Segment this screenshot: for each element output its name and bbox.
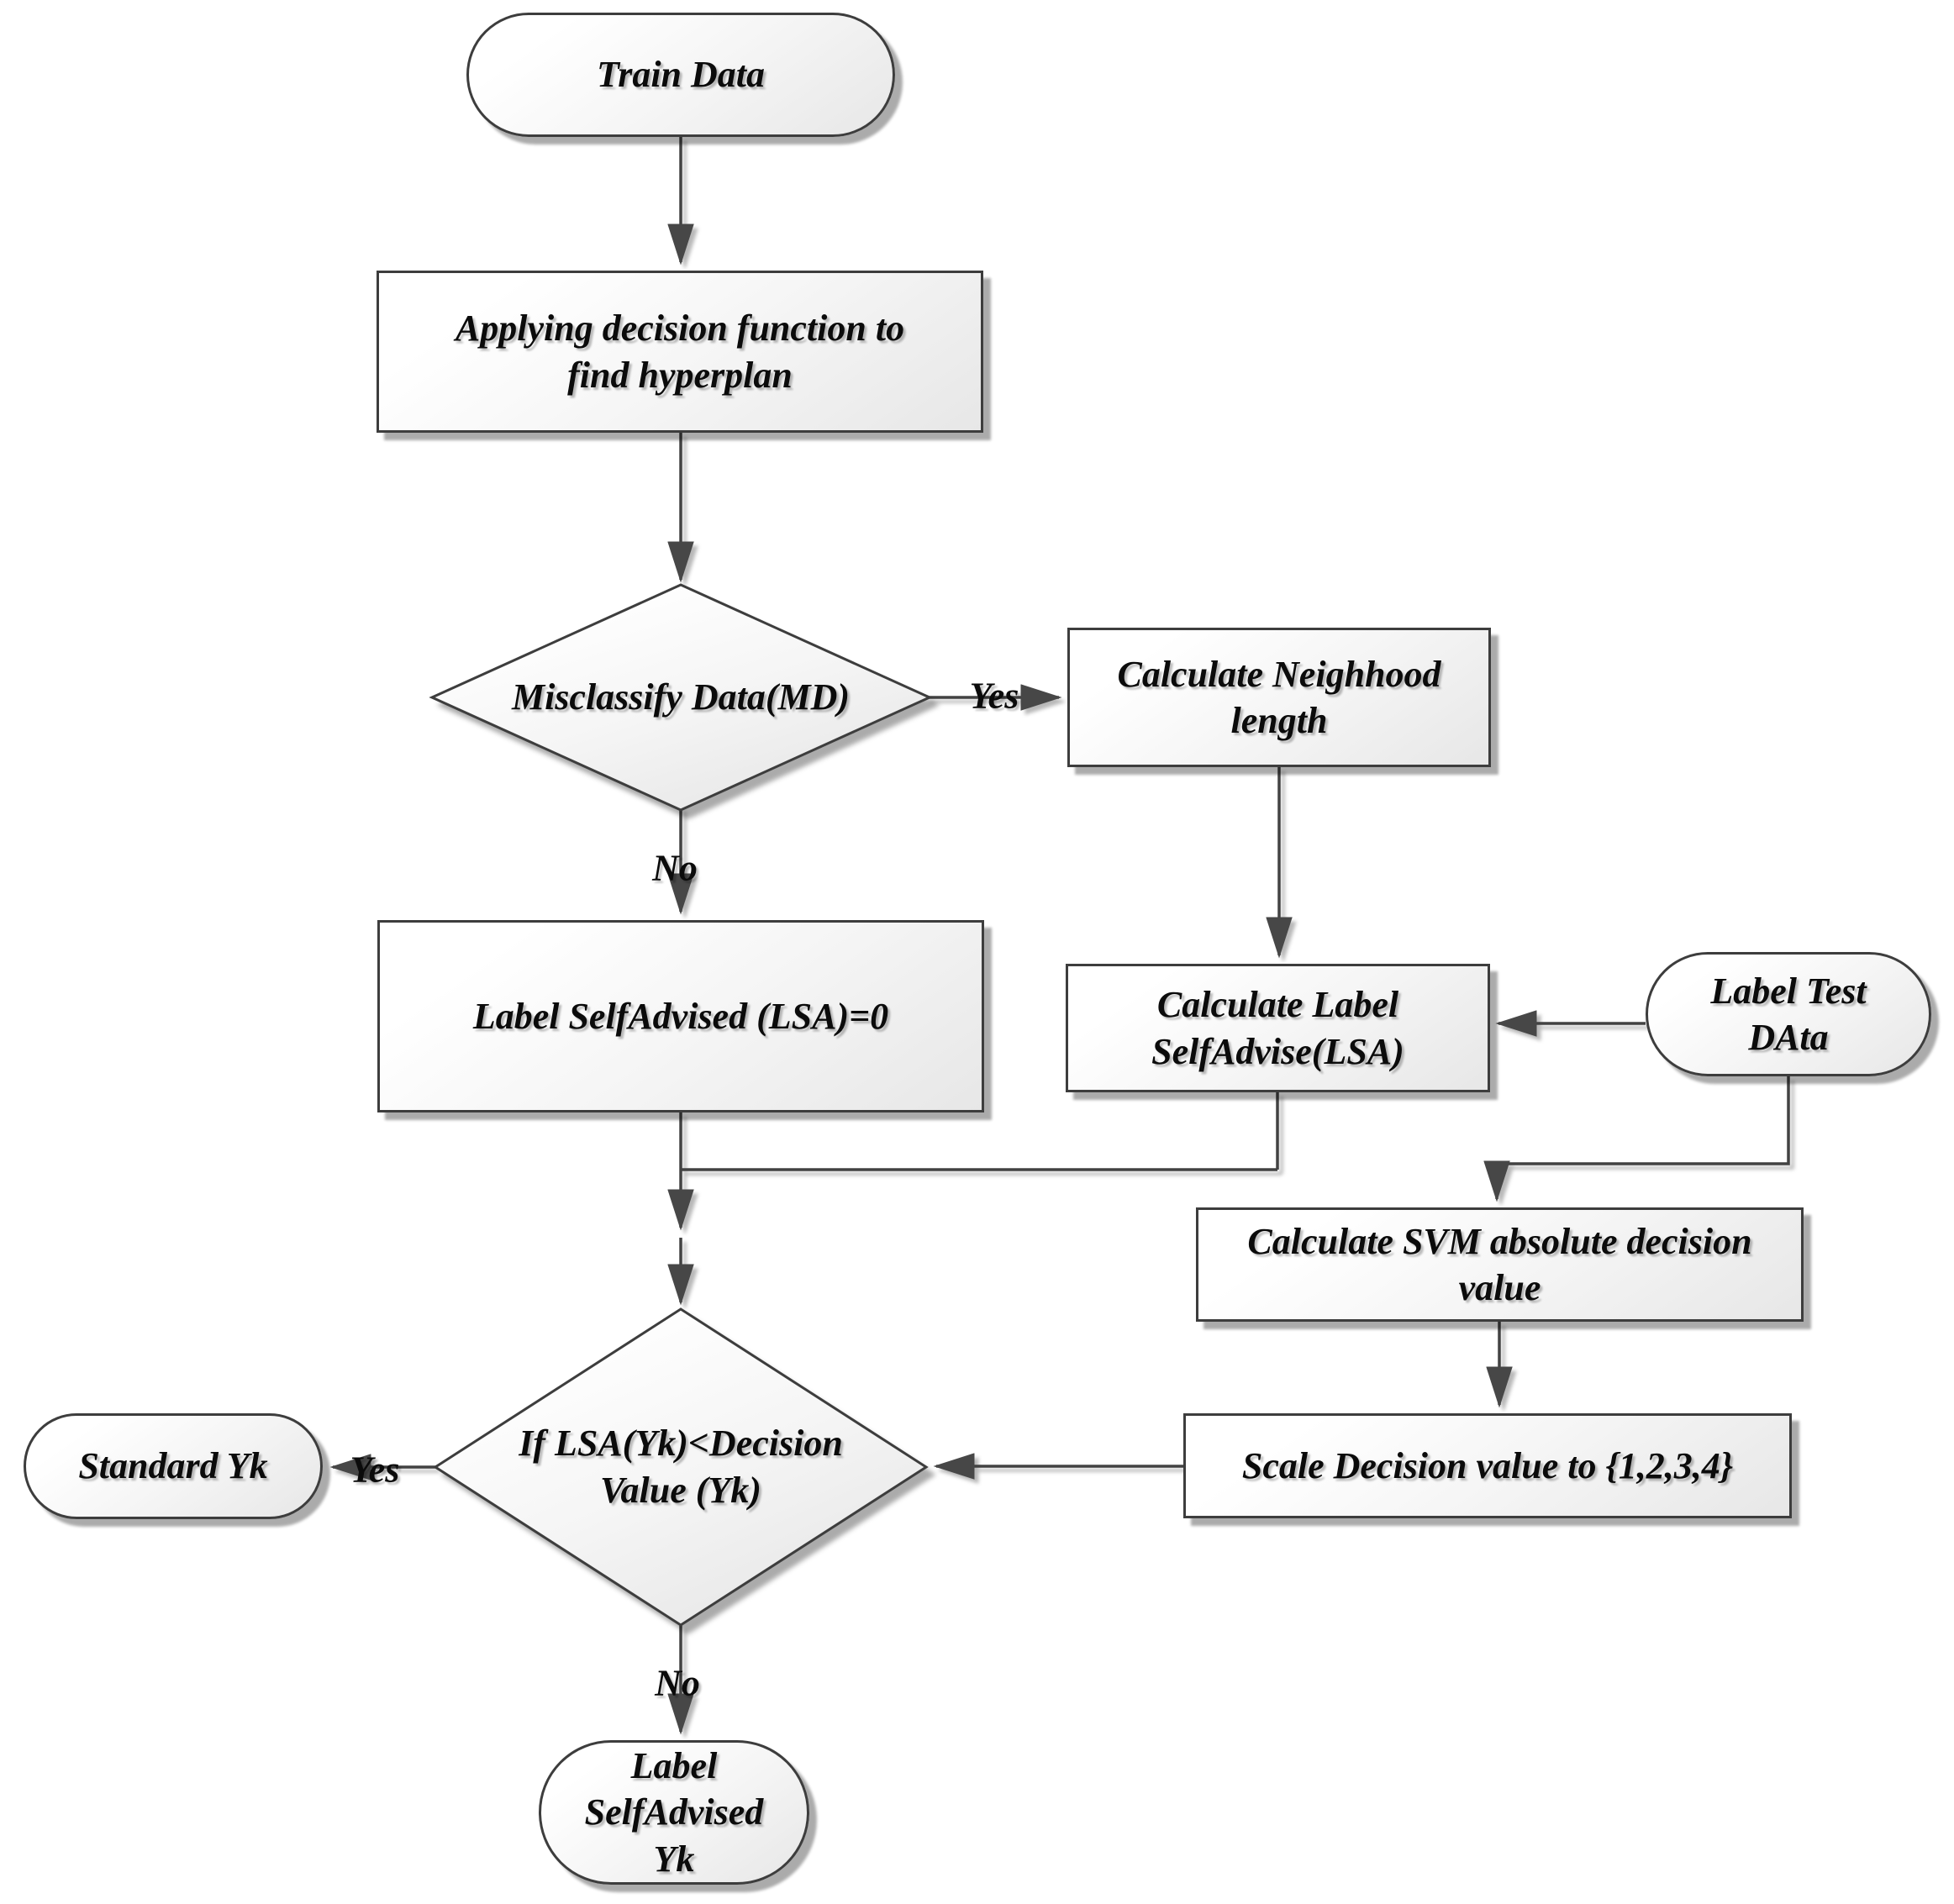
node-applying-decision-function: Applying decision function to find hyper… [377,271,983,433]
edge-merge-junction [679,1092,1279,1171]
node-train-data: Train Data [466,13,895,137]
edge-label-yes-misclassify: Yes [969,675,1019,717]
node-standard-yk: Standard Yk [24,1413,323,1519]
node-label-test-data: Label Test DAta [1646,952,1931,1076]
node-if-lsa-less-decision-label: If LSA(Yk)<Decision Value (Yk) [519,1422,843,1511]
node-label-selfadvised-yk: Label SelfAdvised Yk [539,1740,809,1885]
node-misclassify-data-shape [429,583,933,812]
node-misclassify-data-label: Misclassify Data(MD) [511,676,851,718]
node-calculate-label-selfadvise: Calculate Label SelfAdvise(LSA) [1066,964,1490,1092]
misclassify-diamond-polygon [429,583,933,812]
edge-label-yes-decision: Yes [350,1449,400,1491]
node-scale-decision-value: Scale Decision value to {1,2,3,4} [1183,1413,1792,1518]
node-label-selfadvised-zero: Label SelfAdvised (LSA)=0 [377,920,984,1112]
edge-label-no-misclassify: No [652,847,698,889]
node-calculate-svm-absolute: Calculate SVM absolute decision value [1196,1207,1804,1322]
node-calculate-neighhood-length: Calculate Neighhood length [1067,628,1491,767]
edge-label-no-decision: No [655,1662,700,1704]
edge-testdata-to-svmabs [1483,1076,1790,1202]
decision-diamond-polygon [433,1307,929,1627]
node-if-lsa-less-decision-shape [433,1307,929,1627]
